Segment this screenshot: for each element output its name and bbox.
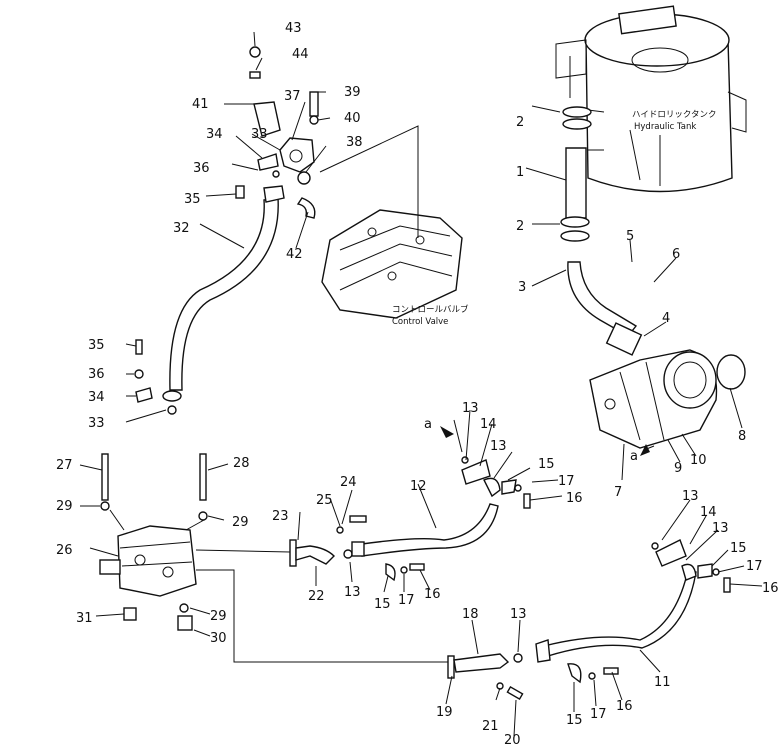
valve-block-leaders xyxy=(109,509,448,663)
label-9: 9 xyxy=(674,461,682,476)
outlet-hose xyxy=(560,106,592,242)
hose-12-fittings xyxy=(351,456,531,582)
label-2-top: 2 xyxy=(516,115,524,130)
valve-caption-en: Control Valve xyxy=(392,317,448,327)
label-15-upper: 15 xyxy=(538,457,555,472)
pipe-18 xyxy=(447,653,524,701)
label-6: 6 xyxy=(672,247,680,262)
label-40: 40 xyxy=(344,111,361,126)
label-15-right: 15 xyxy=(730,541,747,556)
hose-12 xyxy=(361,503,499,557)
hose-11 xyxy=(543,569,697,657)
label-5: 5 xyxy=(626,229,634,244)
label-35-top: 35 xyxy=(184,192,201,207)
label-13-upper: 13 xyxy=(462,401,479,416)
label-1: 1 xyxy=(516,165,524,180)
label-a-right: a xyxy=(630,449,638,464)
label-28: 28 xyxy=(233,456,250,471)
label-30: 30 xyxy=(210,631,227,646)
label-29-left: 29 xyxy=(56,499,73,514)
flange-22-23 xyxy=(289,515,367,567)
left-valve-block xyxy=(99,453,208,631)
control-valve xyxy=(321,209,463,319)
label-17-mid: 17 xyxy=(398,593,415,608)
label-33-bottom: 33 xyxy=(88,416,105,431)
upper-bracket xyxy=(235,46,319,199)
label-23: 23 xyxy=(272,509,289,524)
hydraulic-tank xyxy=(555,5,747,193)
label-16-lower: 16 xyxy=(616,699,633,714)
label-18: 18 xyxy=(462,607,479,622)
label-37: 37 xyxy=(284,89,301,104)
label-38: 38 xyxy=(346,135,363,150)
label-25: 25 xyxy=(316,493,333,508)
hydraulic-pump xyxy=(589,349,746,449)
label-7: 7 xyxy=(614,485,622,500)
label-a-left: a xyxy=(424,417,432,432)
label-14-upper: 14 xyxy=(480,417,497,432)
label-17-upper: 17 xyxy=(558,474,575,489)
label-29-right: 29 xyxy=(232,515,249,530)
hose-11-fittings xyxy=(535,539,731,684)
label-13-lower: 13 xyxy=(510,607,527,622)
label-22: 22 xyxy=(308,589,325,604)
label-39: 39 xyxy=(344,85,361,100)
label-34-top: 34 xyxy=(206,127,223,142)
label-26: 26 xyxy=(56,543,73,558)
label-35-bottom: 35 xyxy=(88,338,105,353)
valve-reference-line xyxy=(319,125,419,238)
label-15-lower: 15 xyxy=(566,713,583,728)
label-16-right: 16 xyxy=(762,581,779,596)
label-4: 4 xyxy=(662,311,670,326)
label-32: 32 xyxy=(173,221,190,236)
label-33-top: 33 xyxy=(251,127,268,142)
label-19: 19 xyxy=(436,705,453,720)
hose-32 xyxy=(169,197,279,391)
label-15-mid: 15 xyxy=(374,597,391,612)
arrow-a-right xyxy=(640,444,650,456)
label-20: 20 xyxy=(504,733,521,746)
arrow-a-left xyxy=(440,426,454,438)
label-13-right-2: 13 xyxy=(712,521,729,536)
label-14-right: 14 xyxy=(700,505,717,520)
label-3: 3 xyxy=(518,280,526,295)
label-41: 41 xyxy=(192,97,209,112)
label-43: 43 xyxy=(285,21,302,36)
label-2-bottom: 2 xyxy=(516,219,524,234)
left-fittings xyxy=(134,339,182,415)
label-29-lower: 29 xyxy=(210,609,227,624)
tank-caption-en: Hydraulic Tank xyxy=(634,122,696,132)
label-21: 21 xyxy=(482,719,499,734)
label-36-bottom: 36 xyxy=(88,367,105,382)
label-36-top: 36 xyxy=(193,161,210,176)
label-12: 12 xyxy=(410,479,427,494)
label-27: 27 xyxy=(56,458,73,473)
label-8: 8 xyxy=(738,429,746,444)
label-34-bottom: 34 xyxy=(88,390,105,405)
valve-caption-jp: コントロールバルブ xyxy=(392,304,469,315)
label-44: 44 xyxy=(292,47,309,62)
tank-caption-jp: ハイドロリックタンク xyxy=(632,110,717,120)
label-10: 10 xyxy=(690,453,707,468)
suction-tube xyxy=(567,261,638,337)
label-16-upper: 16 xyxy=(566,491,583,506)
label-31: 31 xyxy=(76,611,93,626)
label-16-mid: 16 xyxy=(424,587,441,602)
label-11: 11 xyxy=(654,675,671,690)
label-13-upper-2: 13 xyxy=(490,439,507,454)
label-17-lower: 17 xyxy=(590,707,607,722)
label-42: 42 xyxy=(286,247,303,262)
label-13-right: 13 xyxy=(682,489,699,504)
leader-lines xyxy=(79,31,763,737)
label-13-mid: 13 xyxy=(344,585,361,600)
label-17-right: 17 xyxy=(746,559,763,574)
label-24: 24 xyxy=(340,475,357,490)
